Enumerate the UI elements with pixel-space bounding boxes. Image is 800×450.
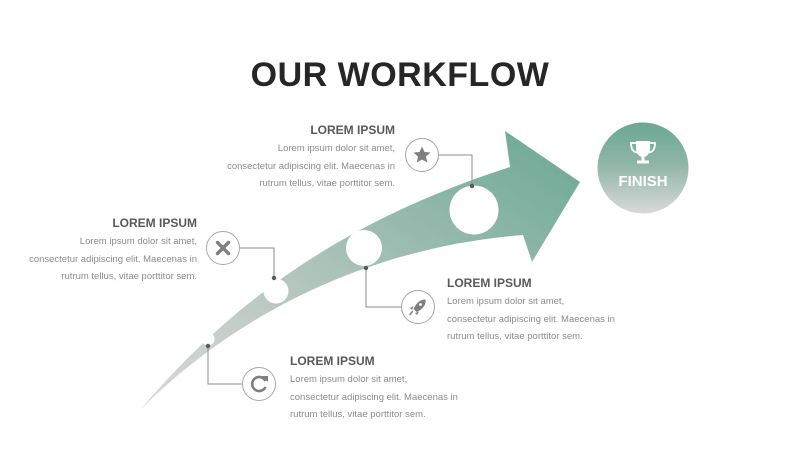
step-1-text: LOREM IPSUM Lorem ipsum dolor sit amet, … bbox=[290, 354, 540, 424]
step-line: consectetur adipiscing elit. Maecenas in bbox=[29, 253, 197, 265]
step-heading: LOREM IPSUM bbox=[310, 123, 395, 137]
refresh-icon bbox=[242, 367, 276, 401]
connector-3 bbox=[365, 268, 401, 308]
step-3-text: LOREM IPSUM Lorem ipsum dolor sit amet, … bbox=[447, 276, 697, 346]
step-line: Lorem ipsum dolor sit amet, bbox=[290, 374, 408, 385]
step-line: consectetur adipiscing elit. Maecenas in bbox=[447, 313, 615, 325]
step-heading: LOREM IPSUM bbox=[447, 276, 532, 290]
step-heading: LOREM IPSUM bbox=[290, 354, 375, 368]
step-line: consectetur adipiscing elit. Maecenas in bbox=[290, 391, 458, 403]
milestone-circle-1 bbox=[201, 332, 215, 346]
finish-label: FINISH bbox=[618, 173, 668, 190]
milestone-circle-4 bbox=[449, 185, 499, 235]
step-line: Lorem ipsum dolor sit amet, bbox=[277, 143, 395, 154]
connector-2 bbox=[240, 247, 275, 278]
connector-dot-2 bbox=[271, 275, 277, 281]
step-line: rutrum tellus, vitae porttitor sem. bbox=[290, 409, 426, 420]
step-4-text: LOREM IPSUM Lorem ipsum dolor sit amet, … bbox=[145, 123, 395, 193]
step-line: rutrum tellus, vitae porttitor sem. bbox=[447, 331, 583, 342]
step-line: Lorem ipsum dolor sit amet, bbox=[447, 296, 565, 307]
step-line: rutrum tellus, vitae porttitor sem. bbox=[61, 271, 197, 282]
step-line: rutrum tellus, vitae porttitor sem. bbox=[259, 178, 395, 189]
step-2-text: LOREM IPSUM Lorem ipsum dolor sit amet, … bbox=[0, 216, 197, 286]
connector-1 bbox=[207, 346, 242, 385]
connector-dot-4 bbox=[469, 183, 475, 189]
finish-badge bbox=[597, 122, 689, 214]
step-heading: LOREM IPSUM bbox=[112, 216, 197, 230]
close-icon bbox=[206, 231, 240, 265]
connector-dot-3 bbox=[363, 265, 369, 271]
connector-4 bbox=[439, 154, 473, 186]
rocket-icon bbox=[401, 290, 435, 324]
page-title: OUR WORKFLOW bbox=[250, 56, 550, 94]
step-line: Lorem ipsum dolor sit amet, bbox=[79, 236, 197, 247]
star-icon bbox=[405, 138, 439, 172]
trophy-icon bbox=[630, 141, 656, 164]
connector-dot-1 bbox=[205, 343, 211, 349]
milestone-circle-2 bbox=[263, 278, 289, 304]
milestone-circle-3 bbox=[346, 230, 382, 266]
step-line: consectetur adipiscing elit. Maecenas in bbox=[227, 160, 395, 172]
